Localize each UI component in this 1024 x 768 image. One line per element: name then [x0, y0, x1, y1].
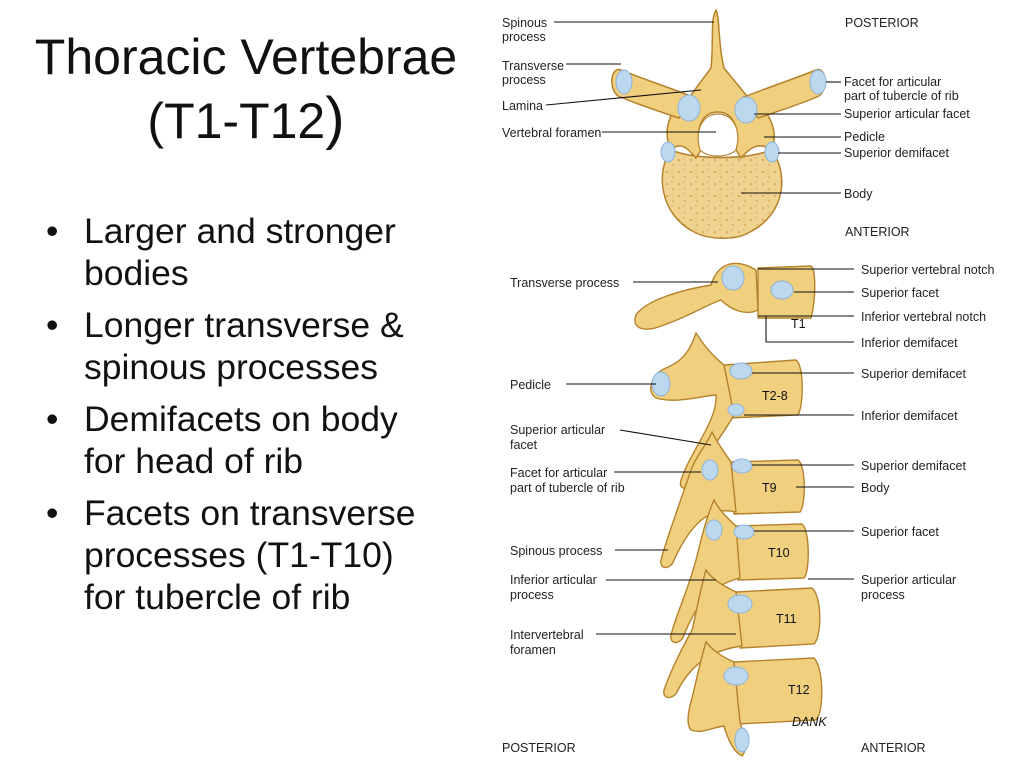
label-superior-vertebral-notch: Superior vertebral notch	[861, 263, 994, 277]
label-body: Body	[844, 187, 873, 201]
vertebra-label-t1: T1	[791, 317, 806, 331]
label-line: Facet for articular	[844, 75, 941, 89]
label-vertebral-foramen: Vertebral foramen	[502, 126, 601, 140]
vertebra-label-t10: T10	[768, 546, 790, 560]
bullet-dot: •	[46, 211, 59, 251]
label-line: process	[510, 588, 554, 602]
transverse-costal-facet-right	[809, 69, 827, 95]
bullet-line: Demifacets on body	[84, 399, 398, 439]
label-line: facet	[510, 438, 538, 452]
label-inferior-demifacet-t1: Inferior demifacet	[861, 336, 958, 350]
vertebra-t1	[634, 262, 816, 330]
label-line: Inferior articular	[510, 573, 597, 587]
label-line: Facet for articular	[510, 466, 607, 480]
side-view-leader-lines	[566, 268, 854, 635]
orientation-anterior-top: ANTERIOR	[845, 225, 910, 239]
bullet-line: spinous processes	[84, 347, 379, 387]
vertebra-t12	[687, 640, 823, 757]
label-superior-facet-t10: Superior facet	[861, 525, 939, 539]
label-line: Superior articular	[510, 423, 605, 437]
bullet-line: processes (T1-T10)	[84, 535, 394, 575]
title-line-2-paren: )	[325, 86, 345, 151]
label-side-pedicle: Pedicle	[510, 378, 551, 392]
superior-demifacet-right	[764, 141, 780, 163]
label-pedicle: Pedicle	[844, 130, 885, 144]
label-superior-demifacet-t9: Superior demifacet	[861, 459, 966, 473]
illustrator-signature: DANK	[792, 715, 827, 729]
label-superior-facet-t1: Superior facet	[861, 286, 939, 300]
label-line: process	[502, 30, 546, 44]
superior-articular-facet-right	[734, 96, 758, 124]
bullet-dot: •	[46, 493, 59, 533]
label-body-t9: Body	[861, 481, 890, 495]
vertebra-label-t12: T12	[788, 683, 810, 697]
bullet-line: Facets on transverse	[84, 493, 416, 533]
vertebra-t9	[660, 430, 805, 569]
vertebral-body	[661, 149, 783, 239]
label-superior-articular-facet: Superior articular facet	[844, 107, 970, 121]
bullet-line: for tubercle of rib	[84, 577, 351, 617]
title-line-2-text: (T1-T12	[147, 93, 326, 149]
bullet-dot: •	[46, 305, 59, 345]
label-line: Spinous	[502, 16, 547, 30]
transverse-costal-facet-left	[615, 69, 633, 95]
bullet-line: Larger and stronger	[84, 211, 396, 251]
label-side-spinous-process: Spinous process	[510, 544, 602, 558]
title-line-2: (T1-T12)	[0, 88, 492, 152]
label-line: process	[502, 73, 546, 87]
label-line: Intervertebral	[510, 628, 584, 642]
bullet-line: for head of rib	[84, 441, 304, 481]
label-line: foramen	[510, 643, 556, 657]
bullet-item: • Longer transverse &spinous processes	[40, 304, 480, 388]
superior-view-vertebra	[611, 8, 827, 239]
label-inferior-demifacet-t2-8: Inferior demifacet	[861, 409, 958, 423]
label-superior-demifacet: Superior demifacet	[844, 146, 949, 160]
vertebra-label-t9: T9	[762, 481, 777, 495]
vertebral-foramen	[697, 113, 739, 157]
label-line: process	[861, 588, 905, 602]
label-line: Transverse	[502, 59, 564, 73]
label-line: part of tubercle of rib	[844, 89, 959, 103]
vertebra-label-t11: T11	[776, 612, 797, 626]
bullet-dot: •	[46, 399, 59, 439]
label-line: part of tubercle of rib	[510, 481, 625, 495]
superior-demifacet-left	[660, 141, 676, 163]
orientation-posterior-bottom: POSTERIOR	[502, 741, 576, 755]
label-inferior-vertebral-notch: Inferior vertebral notch	[861, 310, 986, 324]
bullet-line: Longer transverse &	[84, 305, 404, 345]
vertebra-label-t2-8: T2-8	[762, 389, 788, 403]
orientation-posterior-top: POSTERIOR	[845, 16, 919, 30]
label-side-transverse-process: Transverse process	[510, 276, 619, 290]
orientation-anterior-bottom: ANTERIOR	[861, 741, 926, 755]
title-line-1: Thoracic Vertebrae	[34, 29, 458, 85]
superior-articular-facet-left	[677, 94, 701, 122]
vertebra-t2-8	[650, 331, 803, 489]
bullet-line: bodies	[84, 253, 189, 293]
label-line: Superior articular	[861, 573, 956, 587]
label-superior-demifacet-t2-8: Superior demifacet	[861, 367, 966, 381]
slide-title: Thoracic Vertebrae (T1-T12)	[0, 26, 492, 152]
label-lamina: Lamina	[502, 99, 543, 113]
top-view-leader-lines	[545, 21, 841, 194]
